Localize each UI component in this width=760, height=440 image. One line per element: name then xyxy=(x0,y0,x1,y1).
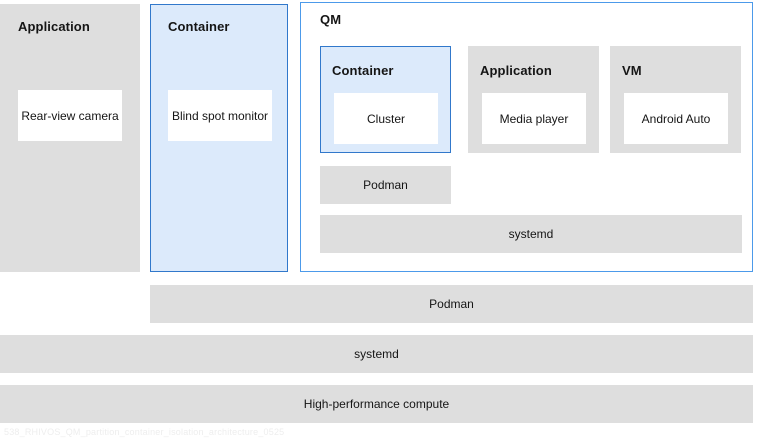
qm-podman-bar: Podman xyxy=(320,166,451,204)
qm-systemd-bar: systemd xyxy=(320,215,742,253)
media-player-box: Media player xyxy=(482,93,586,144)
qm-application-block-header: Application xyxy=(480,63,552,78)
qm-podman-label: Podman xyxy=(363,178,408,192)
container-column-header: Container xyxy=(168,19,230,34)
high-performance-compute-bar: High-performance compute xyxy=(0,385,753,423)
podman-bar: Podman xyxy=(150,285,753,323)
qm-systemd-label: systemd xyxy=(508,227,554,241)
podman-label: Podman xyxy=(429,297,474,311)
rear-view-camera-label: Rear-view camera xyxy=(21,108,119,123)
qm-container-block-header: Container xyxy=(332,63,394,78)
blind-spot-monitor-box: Blind spot monitor xyxy=(168,90,272,141)
rear-view-camera-box: Rear-view camera xyxy=(18,90,122,141)
diagram-caption: 538_RHIVOS_QM_partition_container_isolat… xyxy=(4,427,285,437)
qm-panel-header: QM xyxy=(320,12,342,27)
systemd-bar: systemd xyxy=(0,335,753,373)
systemd-label: systemd xyxy=(354,347,399,361)
qm-vm-block-header: VM xyxy=(622,63,642,78)
application-column-header: Application xyxy=(18,19,90,34)
android-auto-label: Android Auto xyxy=(641,111,711,126)
cluster-label: Cluster xyxy=(366,111,405,126)
media-player-label: Media player xyxy=(499,111,569,126)
cluster-box: Cluster xyxy=(334,93,438,144)
high-performance-compute-label: High-performance compute xyxy=(303,397,450,411)
android-auto-box: Android Auto xyxy=(624,93,728,144)
blind-spot-monitor-label: Blind spot monitor xyxy=(171,108,269,123)
